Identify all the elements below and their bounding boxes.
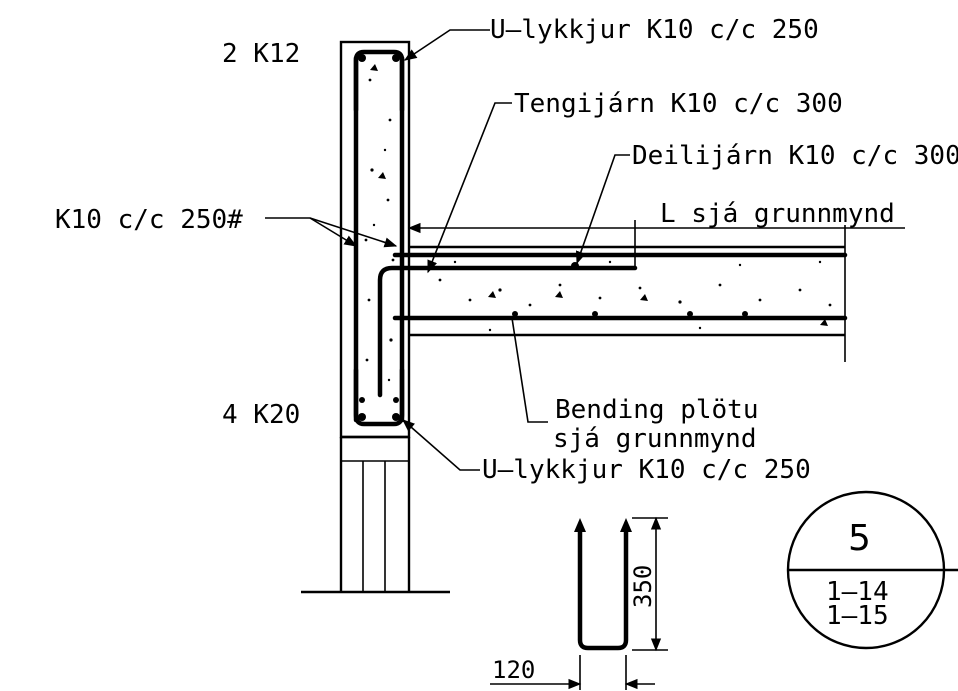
bottom-bar-4 xyxy=(393,397,399,403)
distribution-bar-bottom-2 xyxy=(592,311,598,317)
label-connecting-bar: Tengijárn K10 c/c 300 xyxy=(514,89,843,119)
concrete-hatch xyxy=(364,64,832,382)
leader-distribution-bar xyxy=(575,154,630,265)
u-bar-height-label: 350 xyxy=(629,565,657,608)
bottom-bar-2 xyxy=(392,413,400,421)
u-bar-detail: 350 120 xyxy=(490,516,668,690)
leader-connecting-bar xyxy=(427,102,512,274)
label-u-loop-top: U–lykkjur K10 c/c 250 xyxy=(490,15,819,45)
section-sheet-2: 1–15 xyxy=(826,601,889,631)
label-slab-reinforcement-2: sjá grunnmynd xyxy=(553,424,757,454)
u-bar-width-label: 120 xyxy=(492,656,535,684)
label-bottom-bars: 4 K20 xyxy=(222,400,300,430)
u-bar-arrow-right xyxy=(620,518,632,532)
slab-reinforcement xyxy=(392,252,848,321)
leader-lines xyxy=(265,29,630,471)
u-bar-arrow-left xyxy=(574,518,586,532)
label-top-bars: 2 K12 xyxy=(222,39,300,69)
wall-section xyxy=(301,40,450,594)
label-wall-mesh: K10 c/c 250# xyxy=(55,205,243,235)
top-corner-bar-left xyxy=(358,54,366,62)
bottom-bar-3 xyxy=(359,397,365,403)
leader-wall-mesh-1 xyxy=(265,217,358,247)
distribution-bar-bottom-3 xyxy=(687,311,693,317)
top-corner-bar-right xyxy=(392,54,400,62)
distribution-bar-top xyxy=(571,262,579,270)
section-marker: 5 1–14 1–15 xyxy=(786,490,958,650)
label-slab-reinforcement-1: Bending plötu xyxy=(555,395,759,425)
label-distribution-bar: Deilijárn K10 c/c 300 xyxy=(632,141,958,171)
distribution-bar-bottom-1 xyxy=(512,311,518,317)
connecting-bar xyxy=(377,265,638,398)
leader-u-loop-top xyxy=(403,29,490,61)
section-sheet-1: 1–14 xyxy=(826,577,889,607)
length-dimension xyxy=(407,220,905,270)
label-length-ref: L sjá grunnmynd xyxy=(660,199,895,229)
section-number: 5 xyxy=(848,518,871,559)
distribution-bar-bottom-4 xyxy=(742,311,748,317)
leader-u-loop-bottom xyxy=(402,419,480,471)
leader-wall-mesh-2 xyxy=(309,217,398,248)
bottom-bar-1 xyxy=(358,413,366,421)
leader-slab-reinforcement xyxy=(511,317,548,423)
label-u-loop-bottom: U–lykkjur K10 c/c 250 xyxy=(482,455,811,485)
slab-section xyxy=(409,225,846,362)
u-bar-shape xyxy=(577,522,629,651)
